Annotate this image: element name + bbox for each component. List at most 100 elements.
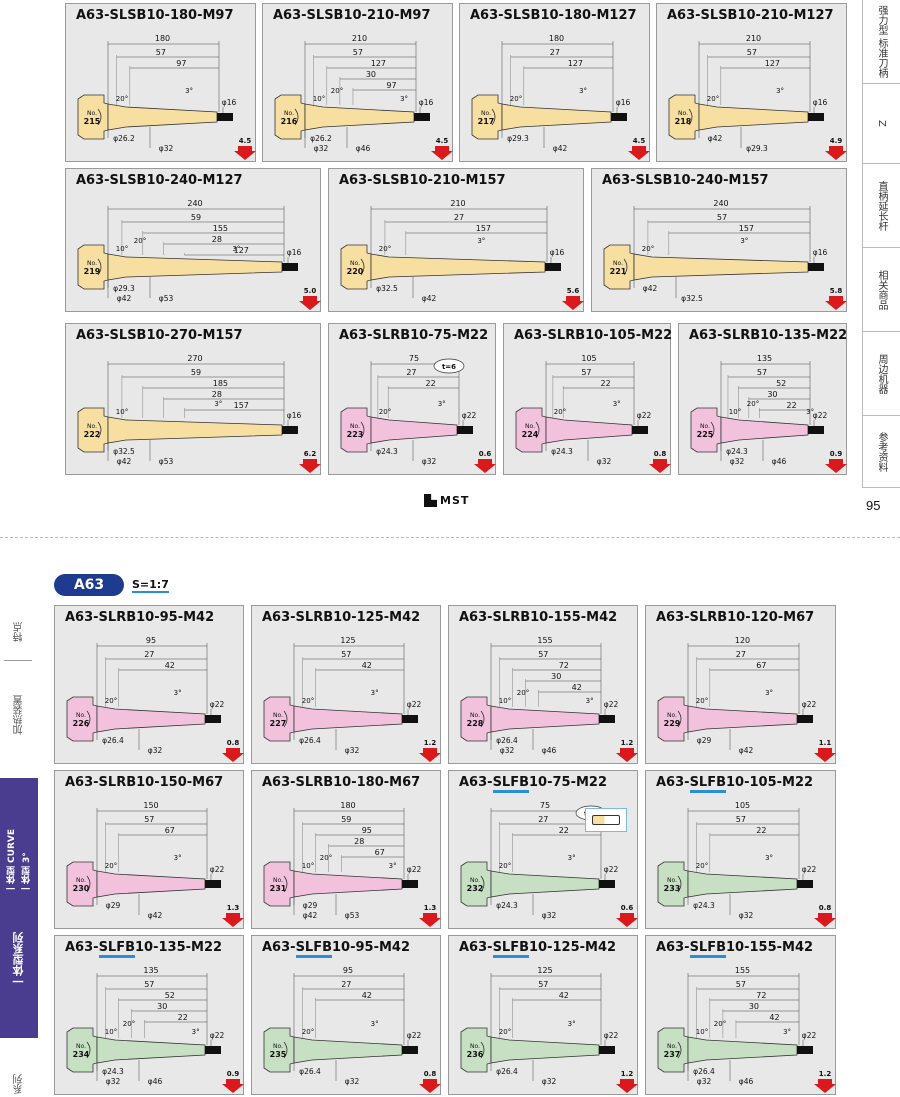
shank-tip <box>414 113 430 121</box>
taper-body <box>107 103 218 131</box>
weight-down-arrow-icon <box>562 296 584 310</box>
dim-overall-length: 155 <box>537 636 552 645</box>
weight-indicator: 0.8 <box>419 1070 441 1093</box>
dim-angle: 10° <box>116 408 128 416</box>
side-tab-4[interactable]: 周边机器 <box>862 332 900 416</box>
side-tab-0[interactable]: 强力型 标准刀柄 <box>862 0 900 84</box>
shank-tip <box>217 113 233 121</box>
product-title: A63-SLSB10-180-M127 <box>470 8 637 23</box>
side-tab-2[interactable]: 直柄延长杆 <box>862 164 900 248</box>
side-tab-1[interactable]: Z <box>862 84 900 164</box>
tool-holder <box>66 861 221 907</box>
product-title: A63-SLRB10-105-M22 <box>514 328 673 343</box>
weight-indicator: 4.5 <box>431 137 453 160</box>
dim-segment-length: 22 <box>426 379 436 388</box>
tool-holder <box>657 861 813 907</box>
dim-overall-length: 180 <box>340 801 355 810</box>
side-tab-3[interactable]: 相关商品 <box>862 248 900 332</box>
item-number-value: 224 <box>522 430 539 439</box>
dim-diameter-tip: φ22 <box>802 700 817 709</box>
left-tab-active[interactable]: 一体型 CURVE 一体型 3° 一体型系列 <box>0 778 38 1038</box>
dim-segment-length: 155 <box>213 224 228 233</box>
dim-angle: 3° <box>765 854 773 862</box>
dim-diameter: φ32 <box>345 746 360 755</box>
weight-value: 5.8 <box>830 287 843 295</box>
item-number-prefix: No. <box>678 110 688 117</box>
dim-diameter-tip: φ22 <box>407 865 422 874</box>
holder-groove <box>677 1041 682 1059</box>
item-number-prefix: No. <box>273 877 283 884</box>
dim-overall-length: 95 <box>146 636 156 645</box>
dim-segment-length: 52 <box>776 379 786 388</box>
left-tab-5[interactable]: 系列 <box>13 1073 25 1094</box>
dim-angle: 20° <box>379 245 391 253</box>
item-number: No.230 <box>73 877 90 893</box>
dim-angle: 20° <box>499 1028 511 1036</box>
item-number: No.232 <box>467 877 484 893</box>
dim-overall-length: 180 <box>155 34 170 43</box>
dim-angle: 20° <box>105 862 117 870</box>
dim-diameter: φ42 <box>303 911 318 920</box>
dim-angle: 20° <box>707 95 719 103</box>
product-title: A63-SLSB10-240-M127 <box>76 173 243 188</box>
holder-groove <box>86 875 91 893</box>
tool-drawing: No.21621057127309710°20°3°φ16φ26.2φ46φ32… <box>274 34 453 160</box>
tool-holder <box>263 1027 418 1073</box>
shank-tip <box>457 426 473 434</box>
item-number-value: 236 <box>467 1050 484 1059</box>
item-number-value: 228 <box>467 719 484 728</box>
dim-segment-length: 30 <box>749 1002 759 1011</box>
weight-down-arrow-icon <box>222 1079 244 1093</box>
weight-value: 0.8 <box>227 739 240 747</box>
left-tab-1[interactable]: 加热装置 <box>13 695 25 735</box>
dim-segment-length: 59 <box>191 213 201 222</box>
item-number-value: 232 <box>467 884 484 893</box>
tool-drawing: No.219240591552812710°20°3°φ16φ29.3φ53φ4… <box>77 199 321 310</box>
dim-angle: 3° <box>477 237 485 245</box>
weight-down-arrow-icon <box>628 146 650 160</box>
item-number: No.234 <box>73 1043 90 1059</box>
tool-holder <box>340 244 561 290</box>
dim-diameter: φ42 <box>739 746 754 755</box>
shank-tip <box>632 426 648 434</box>
item-number-prefix: No. <box>87 423 97 430</box>
item-number-value: 221 <box>610 267 627 276</box>
item-number: No.217 <box>478 110 495 126</box>
item-number-value: 227 <box>270 719 287 728</box>
item-number-value: 233 <box>664 884 681 893</box>
shank-tip <box>402 880 418 888</box>
weight-down-arrow-icon <box>474 459 496 473</box>
dim-diameter-tip: φ16 <box>222 98 237 107</box>
left-tab-0[interactable]: 特点 <box>13 622 25 642</box>
taper-body <box>370 253 546 281</box>
tool-holder <box>77 244 298 290</box>
series-label: A63 <box>73 577 105 593</box>
weight-indicator: 5.6 <box>562 287 584 310</box>
side-tab-5[interactable]: 参考资料 <box>862 416 900 488</box>
weight-value: 5.0 <box>304 287 317 295</box>
